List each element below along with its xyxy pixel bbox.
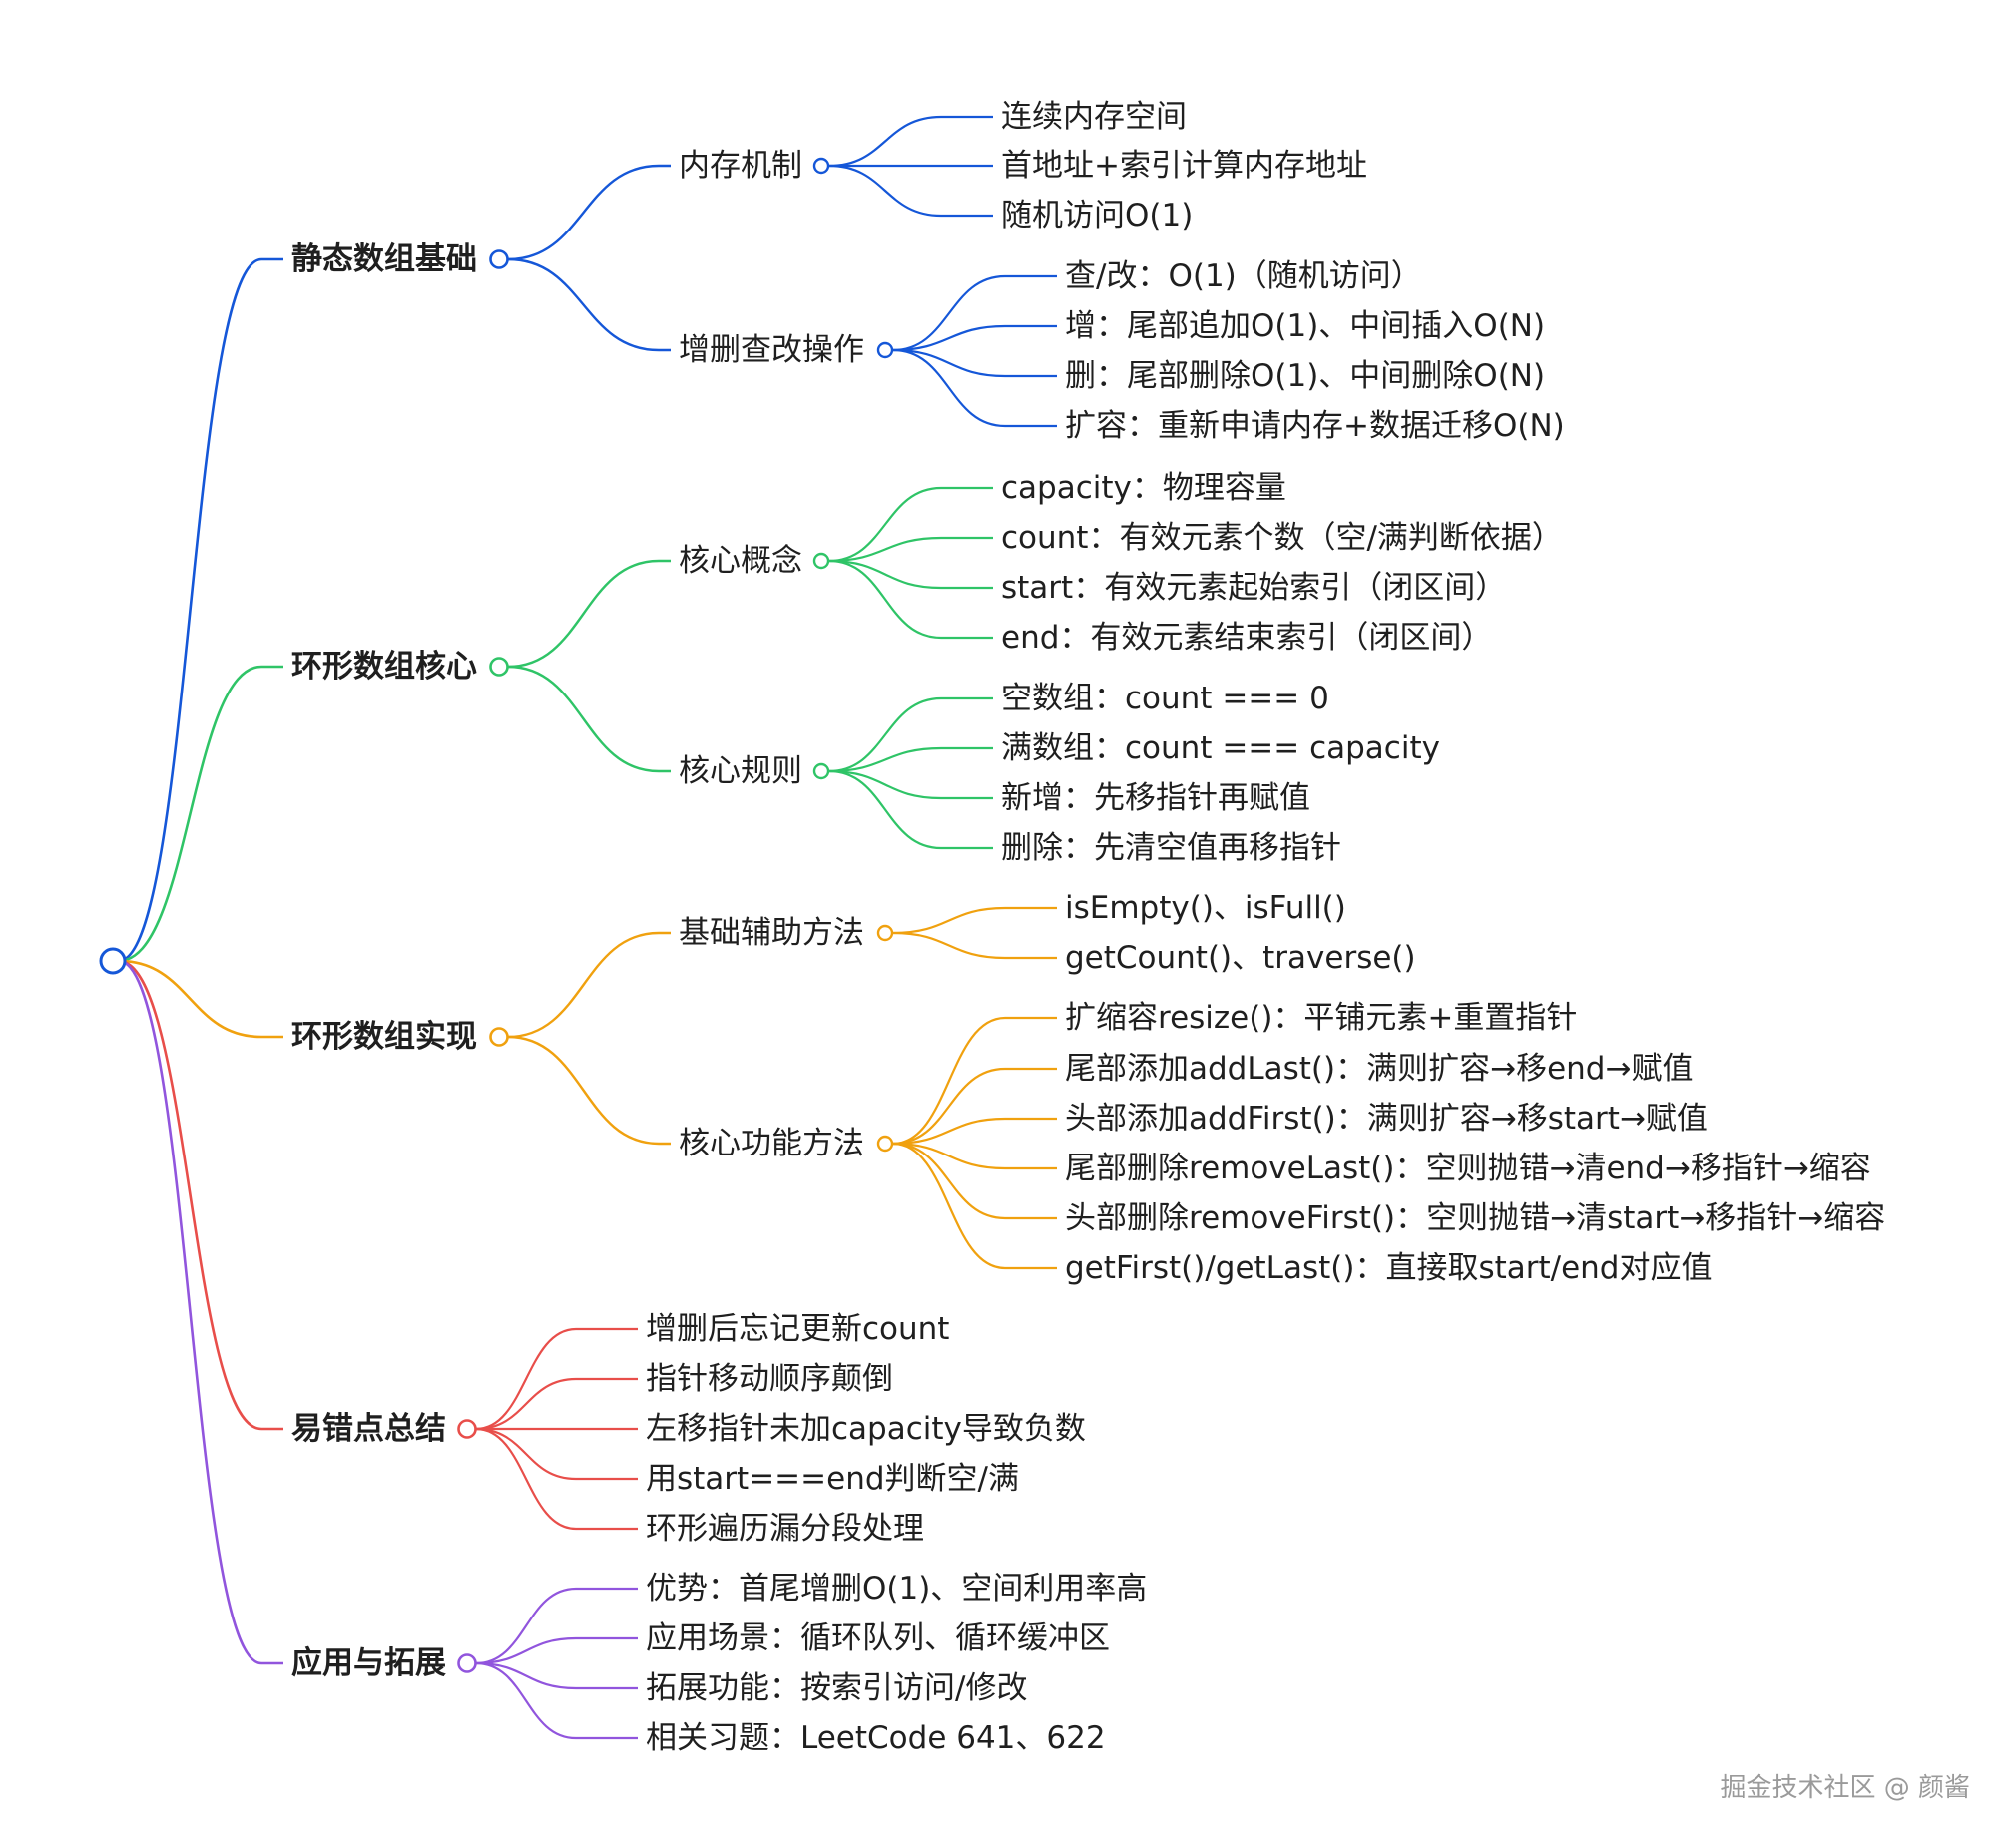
link <box>892 1016 1057 1146</box>
leaf-node: 删除：先清空值再移指针 <box>1001 830 1341 866</box>
link <box>507 164 671 261</box>
link <box>892 906 1057 935</box>
link <box>475 1377 638 1431</box>
leaf-node: 环形遍历漏分段处理 <box>646 1511 924 1547</box>
subtopic-toggle[interactable] <box>876 924 894 942</box>
link <box>118 257 283 963</box>
leaf-node: 满数组：count === capacity <box>1001 730 1440 766</box>
subtopic-toggle[interactable] <box>812 762 830 780</box>
link <box>892 348 1057 428</box>
subtopic-toggle[interactable] <box>812 552 830 570</box>
link <box>475 1636 638 1665</box>
leaf-node: 左移指针未加capacity导致负数 <box>646 1411 1086 1447</box>
link <box>892 1067 1057 1146</box>
leaf-node: 尾部添加addLast()：满则扩容→移end→赋值 <box>1065 1051 1694 1087</box>
leaf-node: 优势：首尾增删O(1)、空间利用率高 <box>646 1571 1148 1607</box>
link <box>475 1661 638 1690</box>
link <box>828 746 993 773</box>
link <box>507 665 671 773</box>
leaf-node: isEmpty()、isFull() <box>1065 890 1346 926</box>
link <box>475 1427 638 1481</box>
subtopic-node: 基础辅助方法 <box>679 915 864 951</box>
link <box>475 1661 638 1740</box>
link <box>828 696 993 773</box>
branch-node: 静态数组基础 <box>291 241 477 277</box>
link <box>507 257 671 352</box>
branch-node: 环形数组核心 <box>291 649 477 685</box>
leaf-node: 扩容：重新申请内存+数据迁移O(N) <box>1065 408 1565 444</box>
link <box>828 536 993 563</box>
leaf-node: capacity：物理容量 <box>1001 470 1286 506</box>
branch-toggle[interactable] <box>457 1653 477 1673</box>
branch-node: 应用与拓展 <box>291 1645 446 1681</box>
leaf-node: getCount()、traverse() <box>1065 940 1416 976</box>
link <box>828 769 993 850</box>
watermark: 掘金技术社区 @ 颜酱 <box>1720 1773 1970 1803</box>
subtopic-node: 核心功能方法 <box>679 1126 864 1161</box>
link <box>828 559 993 590</box>
link <box>828 164 993 218</box>
branch-node: 环形数组实现 <box>291 1019 477 1055</box>
link <box>507 559 671 669</box>
branch-toggle[interactable] <box>489 249 509 269</box>
leaf-node: 指针移动顺序颠倒 <box>646 1361 893 1397</box>
link <box>892 1142 1057 1220</box>
link <box>892 931 1057 960</box>
leaf-node: end：有效元素结束索引（闭区间） <box>1001 620 1493 656</box>
leaf-node: 连续内存空间 <box>1001 99 1187 135</box>
leaf-node: 拓展功能：按索引访问/修改 <box>646 1670 1028 1706</box>
link <box>892 1117 1057 1146</box>
link <box>475 1327 638 1431</box>
subtopic-toggle[interactable] <box>876 341 894 359</box>
leaf-node: 新增：先移指针再赋值 <box>1001 780 1310 816</box>
subtopic-toggle[interactable] <box>812 157 830 175</box>
branch-node: 易错点总结 <box>291 1411 446 1447</box>
leaf-node: 查/改：O(1)（随机访问） <box>1065 258 1422 294</box>
link <box>828 559 993 640</box>
link <box>118 959 283 1431</box>
subtopic-node: 增删查改操作 <box>679 332 864 368</box>
link <box>828 115 993 168</box>
link <box>507 1035 671 1146</box>
leaf-node: 空数组：count === 0 <box>1001 681 1329 716</box>
leaf-node: 扩缩容resize()：平铺元素+重置指针 <box>1065 1000 1578 1036</box>
leaf-node: start：有效元素起始索引（闭区间） <box>1001 570 1507 606</box>
link <box>118 959 283 1039</box>
link <box>118 665 283 963</box>
link <box>475 1427 638 1531</box>
subtopic-toggle[interactable] <box>876 1135 894 1153</box>
link <box>828 486 993 563</box>
leaf-node: 应用场景：循环队列、循环缓冲区 <box>646 1620 1110 1656</box>
leaf-node: 头部添加addFirst()：满则扩容→移start→赋值 <box>1065 1101 1708 1137</box>
link <box>892 274 1057 352</box>
leaf-node: count：有效元素个数（空/满判断依据） <box>1001 520 1563 556</box>
leaf-node: 随机访问O(1) <box>1001 198 1194 233</box>
subtopic-node: 内存机制 <box>679 148 802 184</box>
branch-toggle[interactable] <box>457 1419 477 1439</box>
leaf-node: 用start===end判断空/满 <box>646 1461 1019 1497</box>
link <box>892 1142 1057 1270</box>
subtopic-node: 核心概念 <box>679 543 802 579</box>
branch-toggle[interactable] <box>489 1027 509 1047</box>
leaf-node: 相关习题：LeetCode 641、622 <box>646 1720 1106 1756</box>
link <box>892 348 1057 378</box>
link <box>828 769 993 800</box>
branch-toggle[interactable] <box>489 657 509 677</box>
leaf-node: 删：尾部删除O(1)、中间删除O(N) <box>1065 358 1546 394</box>
subtopic-node: 核心规则 <box>679 753 802 789</box>
leaf-node: 首地址+索引计算内存地址 <box>1001 148 1367 184</box>
leaf-node: 增：尾部追加O(1)、中间插入O(N) <box>1065 308 1546 344</box>
root-node[interactable] <box>99 947 127 975</box>
link <box>892 1142 1057 1170</box>
leaf-node: 头部删除removeFirst()：空则抛错→清start→移指针→缩容 <box>1065 1200 1886 1236</box>
leaf-node: getFirst()/getLast()：直接取start/end对应值 <box>1065 1250 1713 1286</box>
link <box>118 959 283 1665</box>
leaf-node: 尾部删除removeLast()：空则抛错→清end→移指针→缩容 <box>1065 1151 1871 1186</box>
link <box>507 931 671 1039</box>
link <box>475 1587 638 1665</box>
link <box>892 324 1057 352</box>
leaf-node: 增删后忘记更新count <box>646 1311 950 1347</box>
